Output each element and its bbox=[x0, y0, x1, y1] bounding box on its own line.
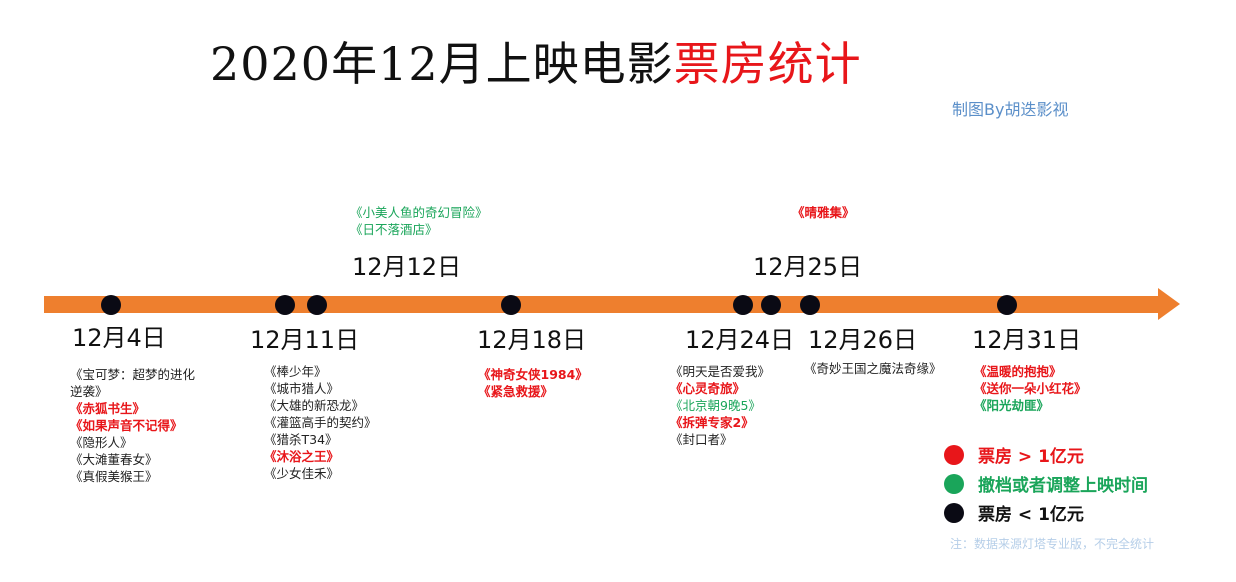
legend-label: 票房 < 1亿元 bbox=[978, 505, 1084, 525]
film-title: 《明天是否爱我》 bbox=[670, 364, 771, 379]
film-title: 《棒少年》 bbox=[264, 364, 327, 379]
timeline-arrow-icon bbox=[1158, 288, 1180, 320]
film-title: 《阳光劫匪》 bbox=[974, 398, 1050, 413]
title-main: 2020年12月上映电影 bbox=[210, 37, 674, 91]
author-credit: 制图By胡迭影视 bbox=[952, 100, 1069, 119]
film-title: 《神奇女侠1984》 bbox=[478, 367, 588, 382]
film-list-dec31: 《温暖的抱抱》 《送你一朵小红花》 《阳光劫匪》 bbox=[974, 363, 1087, 414]
film-title: 《赤狐书生》 bbox=[70, 401, 146, 416]
film-title: 《宝可梦：超梦的进化 bbox=[70, 367, 196, 382]
timeline-dot-dec24 bbox=[733, 295, 753, 315]
date-label-dec24: 12月24日 bbox=[685, 326, 795, 354]
timeline-dot-dec25 bbox=[761, 295, 781, 315]
black-dot-icon bbox=[944, 502, 964, 523]
green-dot-icon bbox=[944, 473, 964, 494]
film-title: 《城市猎人》 bbox=[264, 381, 340, 396]
date-label-dec12: 12月12日 bbox=[352, 253, 462, 281]
film-title: 《紧急救援》 bbox=[478, 384, 554, 399]
timeline-dot-dec4 bbox=[101, 295, 121, 315]
legend-item-over-100m: 票房 > 1亿元 bbox=[944, 440, 1148, 469]
film-title: 逆袭》 bbox=[70, 384, 108, 399]
film-title: 《封口者》 bbox=[670, 432, 733, 447]
legend-item-under-100m: 票房 < 1亿元 bbox=[944, 498, 1148, 527]
timeline-dot-dec18 bbox=[501, 295, 521, 315]
film-title: 《温暖的抱抱》 bbox=[974, 364, 1062, 379]
film-title: 《奇妙王国之魔法奇缘》 bbox=[804, 361, 942, 376]
data-source-note: 注：数据来源灯塔专业版，不完全统计 bbox=[950, 537, 1155, 551]
chart-title: 2020年12月上映电影票房统计 bbox=[210, 34, 862, 94]
film-list-dec11: 《棒少年》 《城市猎人》 《大雄的新恐龙》 《灌篮高手的契约》 《猎杀T34》 … bbox=[264, 363, 377, 482]
film-title: 《北京朝9晚5》 bbox=[670, 398, 761, 413]
red-dot-icon bbox=[944, 444, 964, 465]
film-list-dec18: 《神奇女侠1984》 《紧急救援》 bbox=[478, 366, 588, 400]
timeline-bar bbox=[44, 296, 1162, 313]
timeline-dot-dec26 bbox=[800, 295, 820, 315]
legend-item-withdrawn: 撤档或者调整上映时间 bbox=[944, 469, 1148, 498]
film-title: 《隐形人》 bbox=[70, 435, 133, 450]
film-title: 《沐浴之王》 bbox=[264, 449, 340, 464]
film-title: 《晴雅集》 bbox=[792, 205, 855, 220]
film-title: 《灌篮高手的契约》 bbox=[264, 415, 377, 430]
legend-label: 票房 > 1亿元 bbox=[978, 447, 1084, 467]
date-label-dec31: 12月31日 bbox=[972, 326, 1082, 354]
title-highlight: 票房统计 bbox=[673, 37, 862, 91]
film-title: 《送你一朵小红花》 bbox=[974, 381, 1087, 396]
film-list-dec25: 《晴雅集》 bbox=[792, 204, 855, 221]
film-title: 《大滩董春女》 bbox=[70, 452, 158, 467]
film-list-dec4: 《宝可梦：超梦的进化 逆袭》 《赤狐书生》 《如果声音不记得》 《隐形人》 《大… bbox=[70, 366, 195, 485]
legend: 票房 > 1亿元 撤档或者调整上映时间 票房 < 1亿元 bbox=[944, 440, 1148, 527]
timeline-dot-dec12 bbox=[307, 295, 327, 315]
date-label-dec4: 12月4日 bbox=[72, 324, 166, 352]
date-label-dec11: 12月11日 bbox=[250, 326, 360, 354]
legend-label: 撤档或者调整上映时间 bbox=[978, 476, 1148, 496]
date-label-dec18: 12月18日 bbox=[477, 326, 587, 354]
timeline-dot-dec11 bbox=[275, 295, 295, 315]
film-title: 《如果声音不记得》 bbox=[70, 418, 183, 433]
film-title: 《真假美猴王》 bbox=[70, 469, 158, 484]
film-title: 《猎杀T34》 bbox=[264, 432, 338, 447]
timeline-dot-dec31 bbox=[997, 295, 1017, 315]
film-list-dec24: 《明天是否爱我》 《心灵奇旅》 《北京朝9晚5》 《拆弹专家2》 《封口者》 bbox=[670, 363, 770, 448]
film-title: 《日不落酒店》 bbox=[350, 222, 438, 237]
film-title: 《心灵奇旅》 bbox=[670, 381, 746, 396]
film-list-dec12: 《小美人鱼的奇幻冒险》 《日不落酒店》 bbox=[350, 204, 488, 238]
date-label-dec26: 12月26日 bbox=[808, 326, 918, 354]
film-list-dec26: 《奇妙王国之魔法奇缘》 bbox=[804, 360, 942, 377]
film-title: 《大雄的新恐龙》 bbox=[264, 398, 365, 413]
film-title: 《少女佳禾》 bbox=[264, 466, 340, 481]
film-title: 《小美人鱼的奇幻冒险》 bbox=[350, 205, 488, 220]
film-title: 《拆弹专家2》 bbox=[670, 415, 754, 430]
date-label-dec25: 12月25日 bbox=[753, 253, 863, 281]
